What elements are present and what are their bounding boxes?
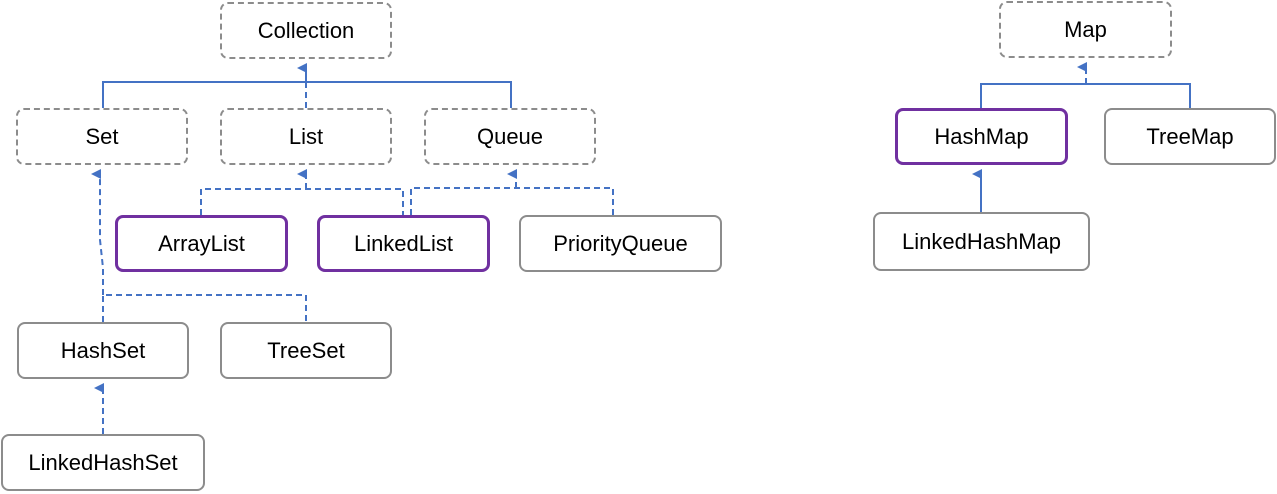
- node-label: LinkedList: [353, 230, 454, 256]
- node-list: List: [220, 108, 392, 165]
- node-label: List: [288, 123, 324, 149]
- node-label: Queue: [476, 123, 544, 149]
- node-map: Map: [999, 1, 1172, 58]
- edge-hashmap-map: [980, 83, 1191, 108]
- node-label: TreeSet: [267, 337, 345, 363]
- edge-linkedlist-queue: [410, 187, 614, 215]
- node-set: Set: [16, 108, 188, 165]
- node-queue: Queue: [424, 108, 596, 165]
- node-label: TreeMap: [1146, 123, 1234, 149]
- node-label: Collection: [257, 17, 355, 43]
- node-linkedhashmap: LinkedHashMap: [873, 212, 1090, 271]
- node-priorityqueue: PriorityQueue: [519, 215, 722, 272]
- node-label: ArrayList: [158, 230, 245, 256]
- edge-set-collection: [102, 81, 306, 108]
- edge-set-arrow: [91, 169, 104, 295]
- node-label: HashMap: [934, 123, 1029, 149]
- edge-arraylist-list: [200, 188, 404, 215]
- node-treemap: TreeMap: [1104, 108, 1276, 165]
- node-hashset: HashSet: [17, 322, 189, 379]
- node-collection: Collection: [220, 2, 392, 59]
- node-label: LinkedHashSet: [28, 449, 178, 475]
- node-linkedhashset: LinkedHashSet: [1, 434, 205, 491]
- edge-hashset-set: [102, 294, 307, 322]
- node-label: HashSet: [60, 337, 146, 363]
- node-label: Map: [1064, 16, 1107, 42]
- node-linkedlist: LinkedList: [317, 215, 490, 272]
- node-label: Set: [85, 123, 119, 149]
- node-label: PriorityQueue: [553, 230, 688, 256]
- node-arraylist: ArrayList: [115, 215, 288, 272]
- edge-queue-collection: [306, 81, 512, 108]
- node-treeset: TreeSet: [220, 322, 392, 379]
- node-label: LinkedHashMap: [902, 228, 1061, 254]
- node-hashmap: HashMap: [895, 108, 1068, 165]
